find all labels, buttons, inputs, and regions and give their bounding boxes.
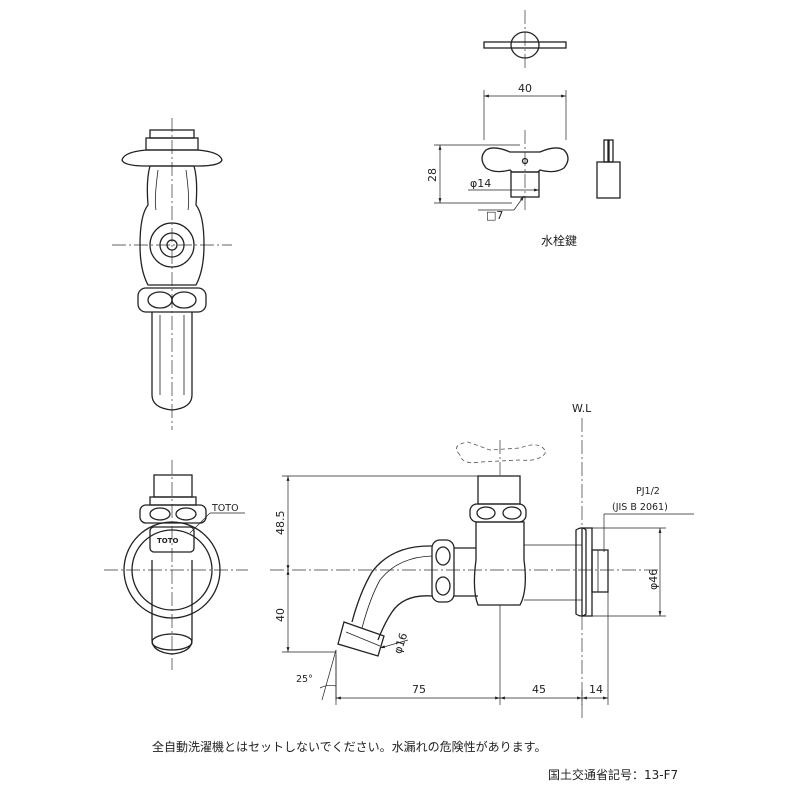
wl-label: W.L [572, 402, 592, 415]
dim-14: 14 [589, 683, 603, 696]
dim-48-5: 48.5 [274, 511, 287, 536]
side-view: W.L φ16 [270, 402, 694, 720]
front-view [112, 118, 232, 430]
dim-40-height: 40 [274, 608, 287, 622]
dim-angle: 25° [296, 674, 313, 685]
brand-label: TOTO [211, 503, 239, 514]
dim-phi46: φ46 [647, 569, 660, 590]
dim-40: 40 [518, 82, 532, 95]
dim-phi14: φ14 [470, 177, 491, 190]
dim-sq7: □7 [486, 209, 503, 222]
brand-mark: TOTO [157, 537, 179, 545]
dim-75: 75 [412, 683, 426, 696]
handle-detail: 40 28 φ14 □7 水栓鍵 [426, 10, 621, 248]
mlit-code: 国土交通省記号：13-F7 [548, 767, 678, 782]
dim-45: 45 [532, 683, 546, 696]
thread-label: PJ1/2 [636, 486, 660, 497]
dim-28: 28 [426, 168, 439, 182]
caution-note: 全自動洗濯機とはセットしないでください。水漏れの危険性があります。 [152, 739, 546, 754]
key-label: 水栓鍵 [541, 233, 577, 248]
front-installed-view: TOTO TOTO [104, 460, 248, 670]
thread-standard-label: (JIS B 2061) [612, 502, 668, 513]
dim-phi16: φ16 [391, 631, 410, 655]
